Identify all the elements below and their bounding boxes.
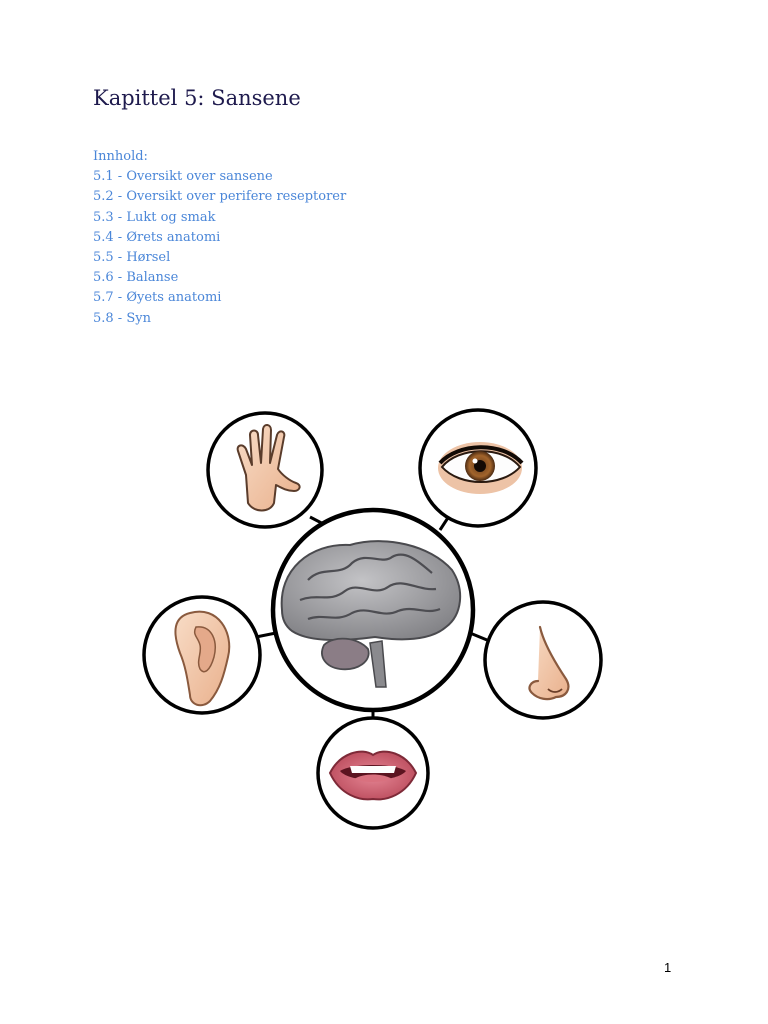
ear-icon: [142, 595, 262, 715]
nose-icon: [483, 600, 603, 720]
toc-heading: Innhold:: [93, 149, 148, 164]
mouth-icon: [316, 716, 430, 830]
toc-item: 5.8 - Syn: [93, 309, 346, 329]
toc-item: 5.4 - Ørets anatomi: [93, 228, 346, 248]
toc-link-5-7[interactable]: 5.7 - Øyets anatomi: [93, 290, 222, 306]
hand-icon: [206, 411, 324, 529]
table-of-contents: Innhold: 5.1 - Oversikt over sansene 5.2…: [93, 147, 346, 329]
toc-item: 5.3 - Lukt og smak: [93, 208, 346, 228]
toc-item: 5.5 - Hørsel: [93, 248, 346, 268]
toc-item: 5.7 - Øyets anatomi: [93, 288, 346, 308]
toc-link-5-5[interactable]: 5.5 - Hørsel: [93, 250, 171, 266]
brain-icon: [270, 507, 476, 713]
toc-item: 5.1 - Oversikt over sansene: [93, 167, 346, 187]
toc-link-5-8[interactable]: 5.8 - Syn: [93, 310, 151, 326]
toc-list: 5.1 - Oversikt over sansene 5.2 - Oversi…: [93, 167, 346, 329]
toc-link-5-2[interactable]: 5.2 - Oversikt over perifere reseptorer: [93, 189, 347, 205]
toc-link-5-3[interactable]: 5.3 - Lukt og smak: [93, 209, 216, 225]
toc-link-5-4[interactable]: 5.4 - Ørets anatomi: [93, 229, 221, 245]
page-title: Kapittel 5: Sansene: [93, 86, 301, 110]
toc-link-5-1[interactable]: 5.1 - Oversikt over sansene: [93, 169, 273, 185]
page-number: 1: [664, 960, 672, 975]
toc-item: 5.6 - Balanse: [93, 268, 346, 288]
five-senses-figure: [142, 408, 603, 830]
toc-item: 5.2 - Oversikt over perifere reseptorer: [93, 187, 346, 207]
toc-link-5-6[interactable]: 5.6 - Balanse: [93, 270, 179, 286]
eye-icon: [418, 408, 538, 528]
